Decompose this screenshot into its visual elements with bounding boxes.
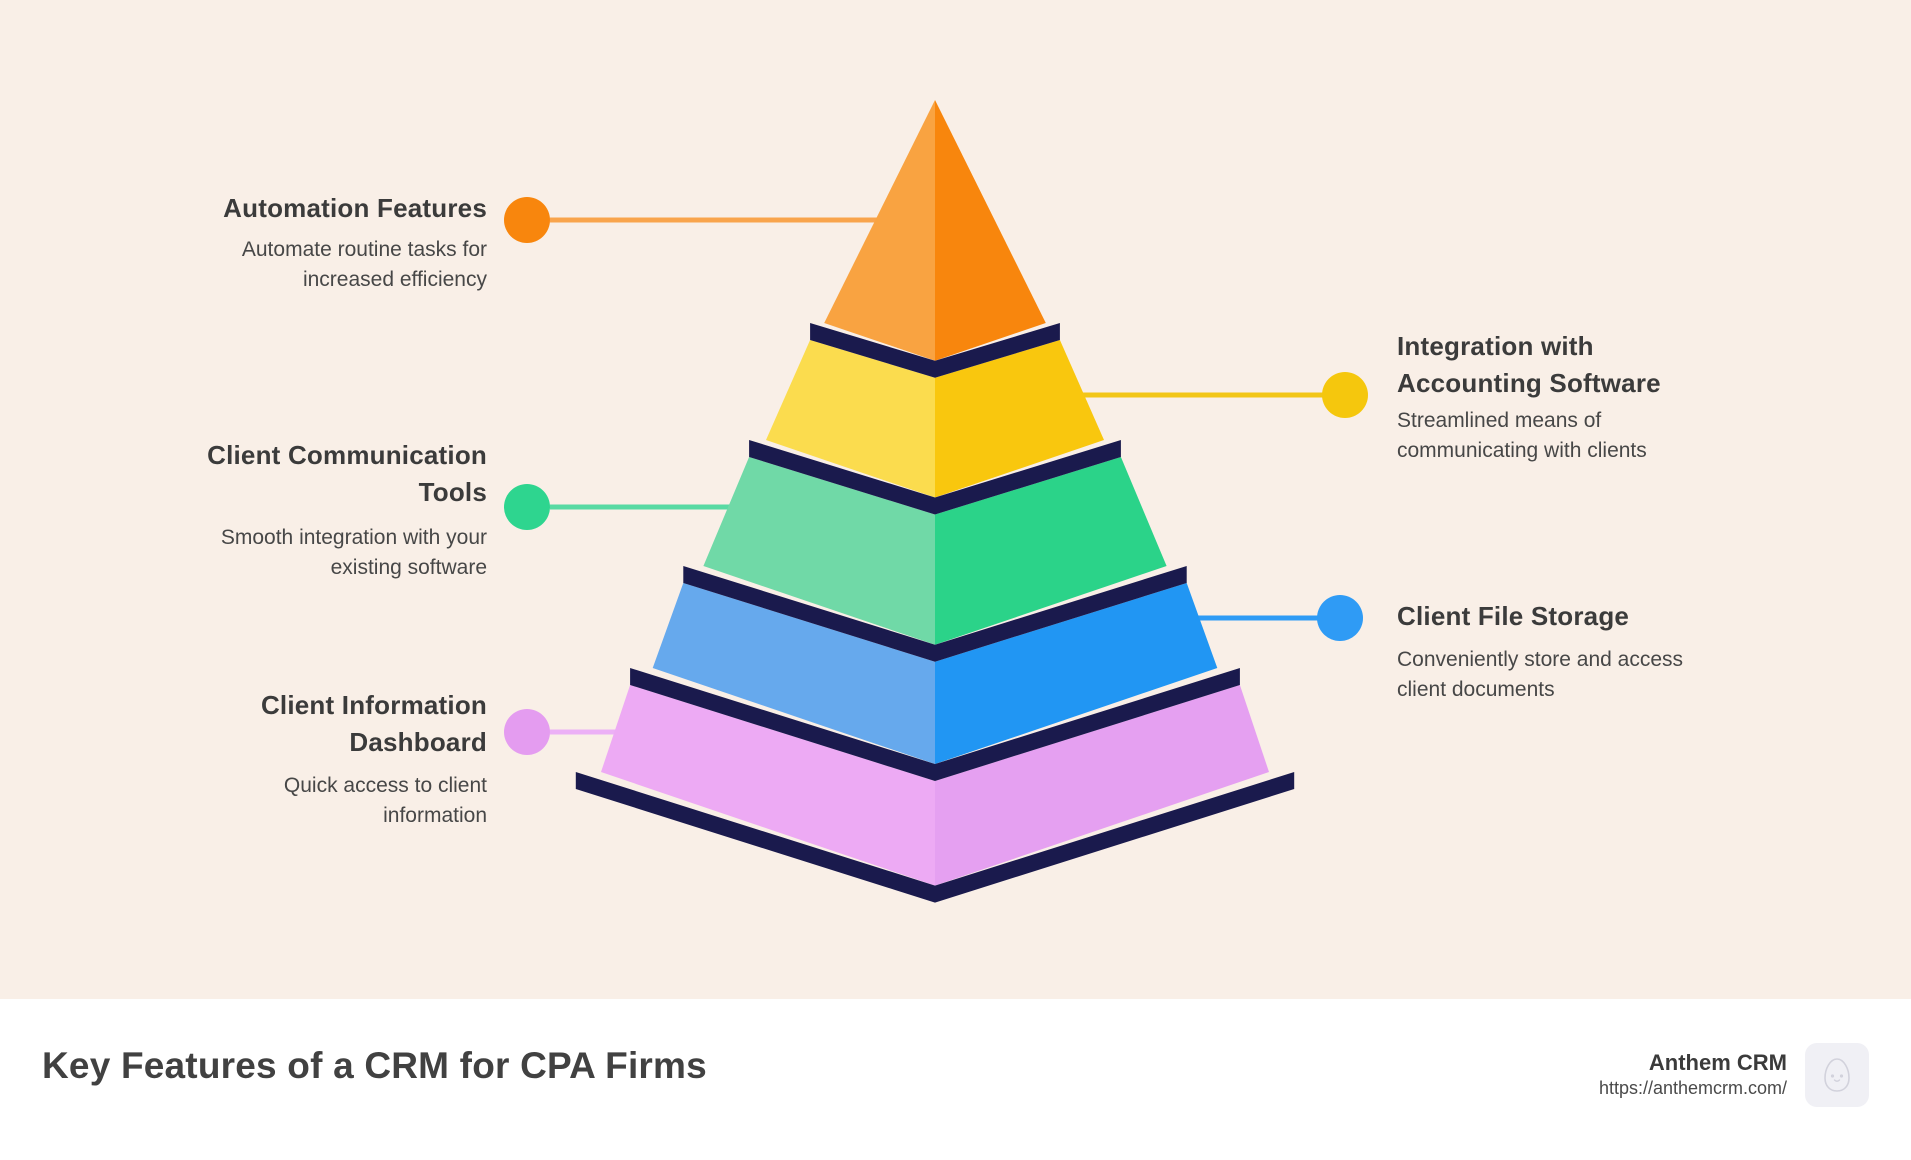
pyramid-level-1-left-face — [824, 100, 935, 361]
callout-title-line: Dashboard — [349, 727, 487, 757]
callout-dot-5 — [504, 709, 550, 755]
callout-desc-line: information — [383, 804, 487, 827]
callout-client-communication: Client Communication Tools Smooth integr… — [57, 437, 487, 583]
pyramid-divider-1 — [810, 323, 1060, 378]
callout-desc-line: Streamlined means of — [1397, 409, 1602, 432]
pyramid-level-5-right-face — [935, 685, 1269, 886]
callout-client-information: Client Information Dashboard Quick acces… — [57, 687, 487, 831]
callout-dot-1 — [504, 197, 550, 243]
egg-mascot-icon — [1824, 1058, 1850, 1092]
callout-title: Automation Features — [57, 190, 487, 227]
callout-integration-accounting: Integration with Accounting Software Str… — [1397, 328, 1827, 466]
callout-description: Smooth integration with your existing so… — [57, 523, 487, 583]
pyramid-level-4-left-face — [652, 583, 935, 764]
callout-title: Integration with Accounting Software — [1397, 328, 1827, 402]
footer-bar: Key Features of a CRM for CPA Firms Anth… — [0, 999, 1911, 1160]
callout-description: Quick access to client information — [57, 771, 487, 831]
callout-desc-line: increased efficiency — [302, 268, 487, 291]
callout-title-line: Accounting Software — [1397, 368, 1661, 398]
pyramid-level-3-left-face — [703, 457, 935, 645]
callout-title-line: Client File Storage — [1397, 601, 1630, 631]
callout-title-line: Client Information — [260, 690, 487, 720]
brand-url: https://anthemcrm.com/ — [1598, 1078, 1787, 1098]
callout-title-line: Automation Features — [223, 193, 487, 223]
brand-logo-box — [1805, 1043, 1869, 1107]
brand-name: Anthem CRM — [1648, 1050, 1787, 1075]
callout-desc-line: Smooth integration with your — [220, 526, 487, 549]
callout-title: Client Information Dashboard — [57, 687, 487, 761]
callout-desc-line: client documents — [1397, 678, 1555, 701]
callout-title-line: Client Communication — [207, 440, 487, 470]
callout-title: Client File Storage — [1397, 598, 1827, 635]
callout-description: Conveniently store and access client doc… — [1397, 645, 1827, 705]
callout-automation-features: Automation Features Automate routine tas… — [57, 190, 487, 295]
callout-title-line: Integration with — [1397, 331, 1594, 361]
callout-desc-line: Conveniently store and access — [1397, 648, 1683, 671]
callout-desc-line: existing software — [330, 556, 487, 579]
page-title: Key Features of a CRM for CPA Firms — [42, 1045, 707, 1086]
callout-desc-line: Automate routine tasks for — [241, 238, 487, 261]
pyramid-divider-2 — [749, 440, 1121, 515]
callout-client-file-storage: Client File Storage Conveniently store a… — [1397, 598, 1827, 705]
callout-description: Streamlined means of communicating with … — [1397, 406, 1827, 466]
callout-dot-4 — [1317, 595, 1363, 641]
pyramid-level-2-left-face — [766, 340, 935, 498]
callout-title: Client Communication Tools — [57, 437, 487, 511]
brand-block: Anthem CRM https://anthemcrm.com/ — [1599, 1049, 1787, 1101]
callout-dot-3 — [504, 484, 550, 530]
pyramid-level-1-right-face — [935, 100, 1046, 361]
pyramid-level-3-right-face — [935, 457, 1167, 645]
pyramid-divider-3 — [683, 566, 1187, 662]
callout-dot-2 — [1322, 372, 1368, 418]
callout-desc-line: Quick access to client — [283, 774, 487, 797]
pyramid-level-5-left-face — [601, 685, 935, 886]
callout-desc-line: communicating with clients — [1397, 439, 1647, 462]
pyramid-level-2-right-face — [935, 340, 1104, 498]
pyramid-level-4-right-face — [935, 583, 1218, 764]
callout-description: Automate routine tasks for increased eff… — [57, 235, 487, 295]
callout-title-line: Tools — [418, 477, 487, 507]
